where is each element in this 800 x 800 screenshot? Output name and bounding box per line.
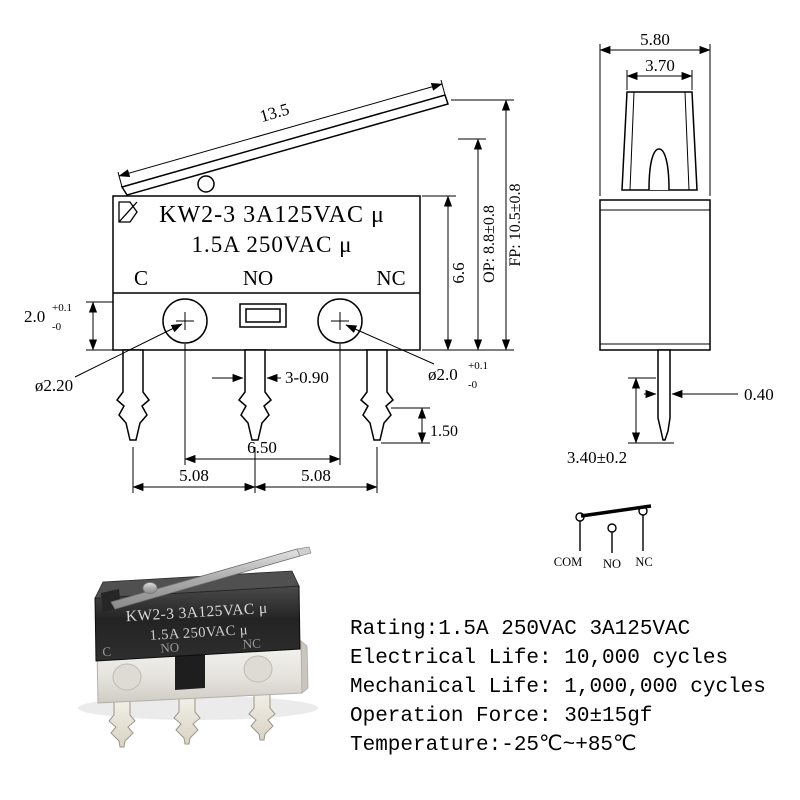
svg-text:13.5: 13.5 (258, 99, 292, 125)
svg-text:1.50: 1.50 (430, 423, 458, 440)
front-view-drawing: KW2-3 3A125VAC μ 1.5A 250VAC μ C NO NC (112, 94, 449, 441)
spec-mechanical-life: Mechanical Life: 1,000,000 cycles (350, 676, 766, 699)
svg-text:3-0.90: 3-0.90 (285, 368, 329, 387)
svg-text:-0: -0 (52, 321, 62, 333)
svg-text:2.0: 2.0 (24, 307, 45, 326)
product-photo: KW2-3 3A125VAC μ 1.5A 250VAC μ C NO NC (78, 546, 318, 748)
schematic-nc-label: NC (635, 555, 652, 569)
photo-center-slot (175, 652, 205, 690)
dim-pin-pitch: 5.08 5.08 (132, 447, 378, 493)
svg-text:3.70: 3.70 (645, 56, 675, 75)
lever-dimple (197, 175, 215, 193)
spec-electrical-life: Electrical Life: 10,000 cycles (350, 647, 729, 670)
dim-base-height: 2.0 +0.1 -0 (24, 301, 113, 351)
spec-temperature: Temperature:-25℃~+85℃ (350, 734, 637, 757)
schematic-com-label: COM (554, 555, 582, 569)
spec-operation-force: Operation Force: 30±15gf (350, 705, 653, 728)
photo-base-recess-left (112, 663, 142, 691)
pin-nc (359, 349, 395, 441)
svg-text:ø2.20: ø2.20 (35, 376, 73, 395)
spec-rating: Rating:1.5A 250VAC 3A125VAC (350, 618, 691, 641)
svg-text:6.6: 6.6 (449, 262, 468, 283)
side-view-drawing (599, 91, 711, 441)
actuator-nub (648, 148, 670, 191)
side-pin (657, 349, 671, 441)
svg-text:+0.1: +0.1 (468, 360, 488, 372)
svg-text:3.40±0.2: 3.40±0.2 (567, 448, 627, 467)
svg-text:5.80: 5.80 (640, 30, 670, 49)
dim-pin-length: 3.40±0.2 (567, 377, 674, 467)
photo-terminal-no: NO (160, 639, 180, 655)
terminal-label-no: NO (243, 266, 273, 290)
terminal-label-nc: NC (376, 266, 405, 290)
svg-text:-0: -0 (468, 379, 478, 391)
marking-line2: 1.5A 250VAC μ (191, 232, 352, 257)
marking-line1: KW2-3 3A125VAC μ (159, 202, 385, 228)
side-view-dimensions: 5.80 3.70 0.40 3.40±0.2 (567, 30, 774, 467)
photo-terminal-c: C (102, 644, 112, 659)
pin-no (237, 349, 273, 441)
photo-lever-tip (296, 546, 312, 557)
photo-marking-line2: 1.5A 250VAC μ (149, 622, 248, 644)
dim-operating-position: OP: 8.8±0.8 (458, 138, 498, 351)
pin-common (115, 349, 151, 441)
dim-free-position: FP: 10.5±0.8 (451, 99, 524, 351)
circuit-schematic: COM NO NC (554, 504, 653, 571)
dim-pin-width: 3-0.90 (212, 368, 329, 387)
terminal-label-c: C (134, 266, 148, 290)
photo-pin-middle (173, 697, 201, 745)
photo-rivet (142, 582, 158, 594)
svg-text:FP: 10.5±0.8: FP: 10.5±0.8 (507, 183, 524, 266)
actuator-cap (621, 91, 698, 191)
switch-blade (580, 504, 652, 518)
photo-terminal-nc: NC (242, 635, 261, 651)
dim-body-width: 5.80 (599, 30, 711, 196)
dim-lever-length: 13.5 (117, 79, 446, 188)
photo-pin-right (248, 693, 276, 741)
svg-text:5.08: 5.08 (179, 466, 209, 485)
no-contact (607, 523, 617, 533)
dim-hole-left: ø2.20 (35, 323, 183, 395)
svg-text:5.08: 5.08 (301, 466, 331, 485)
dim-hole-right: ø2.0 +0.1 -0 (345, 324, 488, 391)
dim-pin-tip: 1.50 (381, 407, 458, 444)
schematic-no-label: NO (603, 557, 621, 571)
photo-base-recess-right (243, 655, 273, 683)
plunger-guide (239, 303, 287, 328)
photo-pin-left (108, 700, 136, 748)
svg-text:0.40: 0.40 (744, 385, 774, 404)
dim-button-width: 3.70 (626, 56, 693, 90)
side-body-outline (599, 199, 711, 351)
front-view-dimensions: 13.5 2.0 +0.1 -0 ø2.20 3-0.90 ø2.0 +0.1 … (24, 79, 524, 493)
spec-list: Rating:1.5A 250VAC 3A125VAC Electrical L… (350, 615, 766, 760)
svg-text:OP: 8.8±0.8: OP: 8.8±0.8 (481, 205, 498, 283)
svg-text:6.50: 6.50 (247, 438, 277, 457)
dim-body-height: 6.6 (422, 195, 514, 351)
dim-pin-thickness: 0.40 (644, 385, 774, 404)
brand-logo (118, 201, 138, 223)
svg-text:+0.1: +0.1 (52, 302, 72, 314)
plunger-guide-inner (245, 308, 281, 323)
svg-text:ø2.0: ø2.0 (428, 365, 458, 384)
